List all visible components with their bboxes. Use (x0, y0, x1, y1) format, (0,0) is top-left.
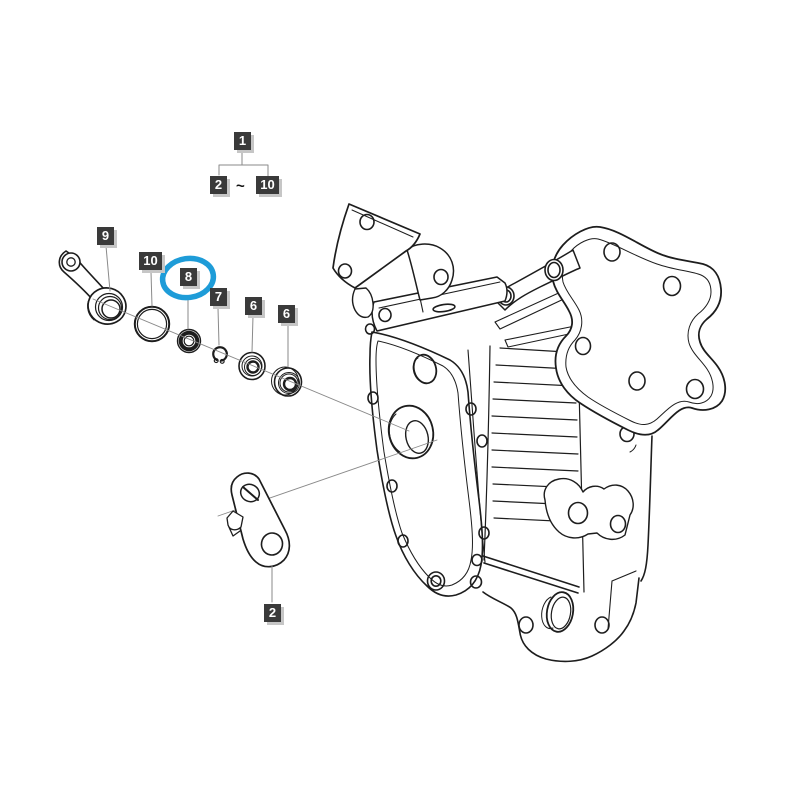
leader-label-9 (105, 245, 111, 292)
part-label-1: 1 (234, 132, 251, 150)
part-label-10: 10 (139, 252, 162, 270)
part-8-seal (176, 328, 202, 354)
housing-illustration (332, 203, 727, 663)
highlight-ellipse (159, 255, 217, 301)
part-10-oring (133, 305, 171, 343)
part-7-snap-ring (212, 346, 228, 364)
axis-line-main (92, 298, 410, 432)
part-2-lever (226, 472, 291, 568)
part-6-bearing-1 (238, 351, 266, 381)
part-label-range-to: 10 (256, 176, 279, 194)
part-9-lever (58, 250, 127, 325)
leader-label-6a (251, 315, 254, 353)
part-label-range-from: 2 (210, 176, 227, 194)
leader-label-7 (217, 307, 220, 346)
range-tilde: ~ (236, 178, 245, 195)
part-label-9: 9 (97, 227, 114, 245)
part-label-6a: 6 (245, 297, 262, 315)
part-label-2: 2 (264, 604, 281, 622)
part-label-7: 7 (210, 288, 227, 306)
leader-lines (105, 150, 289, 603)
callout-bracket (218, 150, 269, 177)
part-label-8-highlighted: 8 (180, 268, 197, 286)
part-label-6b: 6 (278, 305, 295, 323)
leader-label-10 (150, 271, 153, 307)
part-6-bearing-2 (271, 366, 303, 397)
